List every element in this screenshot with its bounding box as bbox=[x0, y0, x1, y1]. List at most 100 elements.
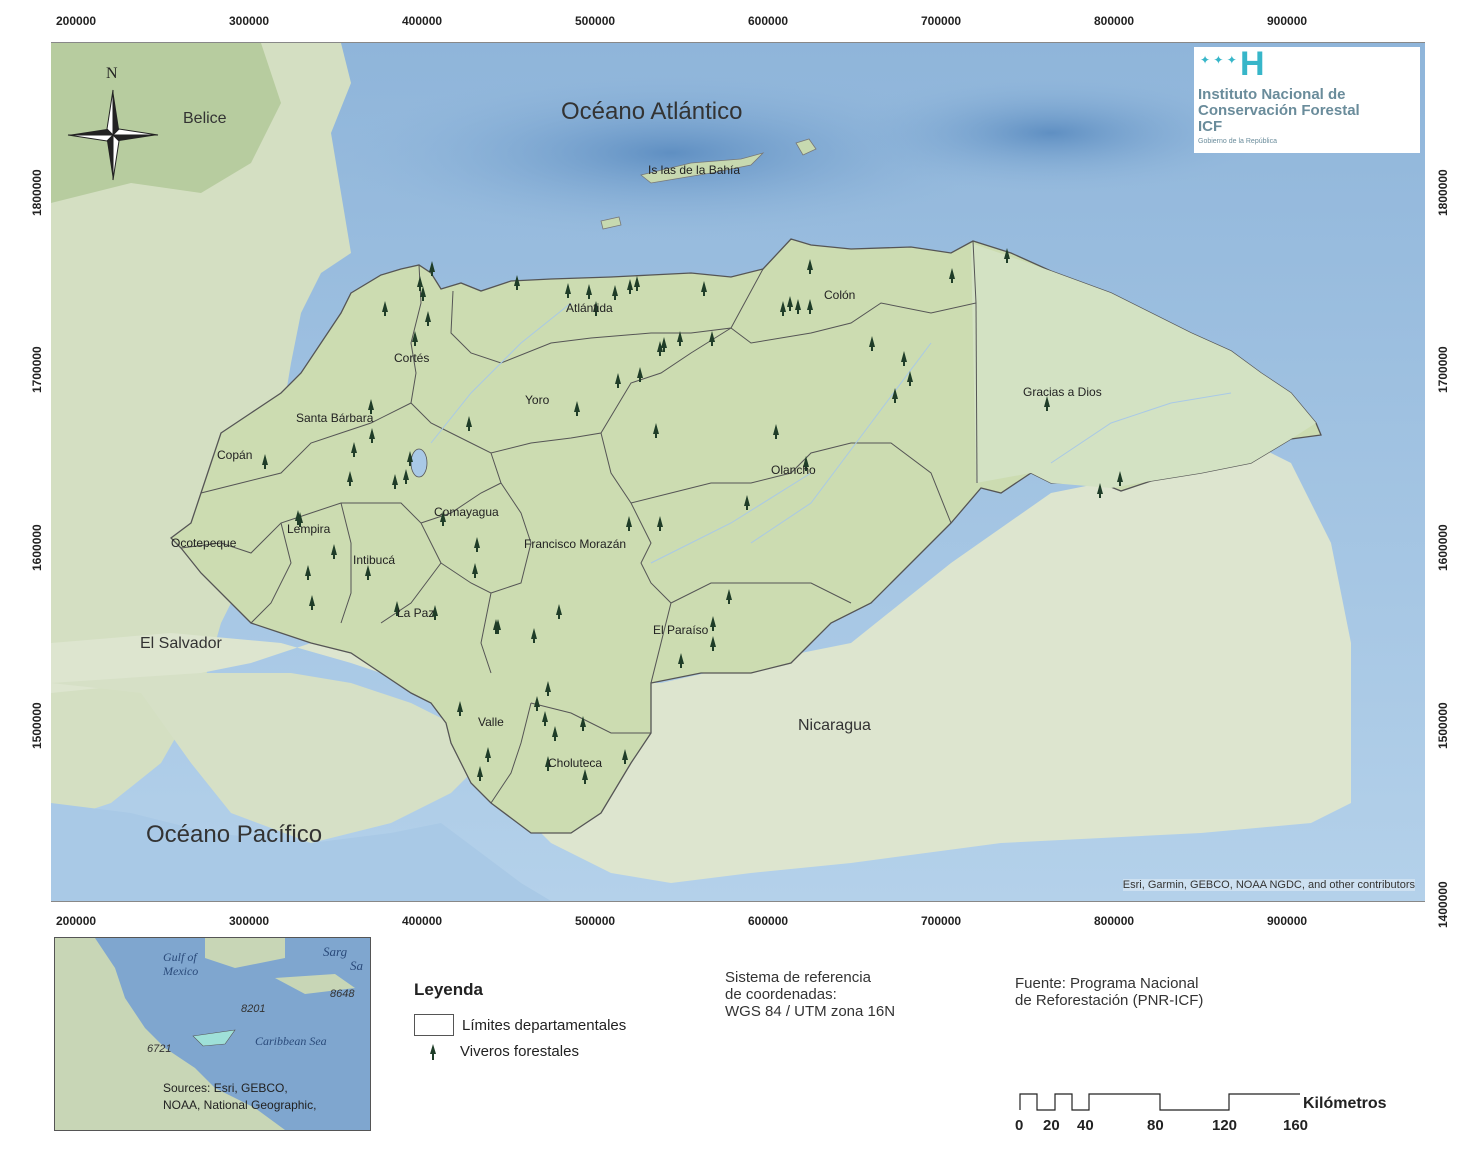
nursery-marker-icon[interactable] bbox=[869, 336, 875, 351]
nursery-marker-icon[interactable] bbox=[545, 756, 551, 771]
nursery-marker-icon[interactable] bbox=[1044, 396, 1050, 411]
scale-label: 80 bbox=[1147, 1117, 1164, 1134]
country-label-nicaragua: Nicaragua bbox=[798, 717, 871, 734]
nursery-marker-icon[interactable] bbox=[365, 565, 371, 580]
nursery-marker-icon[interactable] bbox=[744, 495, 750, 510]
nursery-marker-icon[interactable] bbox=[369, 428, 375, 443]
nursery-marker-icon[interactable] bbox=[545, 681, 551, 696]
nursery-marker-icon[interactable] bbox=[807, 299, 813, 314]
nursery-marker-icon[interactable] bbox=[701, 281, 707, 296]
nursery-marker-icon[interactable] bbox=[472, 563, 478, 578]
nursery-marker-icon[interactable] bbox=[531, 628, 537, 643]
utila-island bbox=[600, 216, 622, 230]
nursery-marker-icon[interactable] bbox=[412, 331, 418, 346]
department-label: El Paraíso bbox=[653, 623, 709, 637]
inset-label: 8648 bbox=[330, 988, 355, 1000]
nursery-marker-icon[interactable] bbox=[615, 373, 621, 388]
nursery-marker-icon[interactable] bbox=[710, 616, 716, 631]
department-label: Lempira bbox=[287, 522, 331, 536]
nursery-marker-icon[interactable] bbox=[773, 424, 779, 439]
nursery-marker-icon[interactable] bbox=[262, 454, 268, 469]
nursery-marker-icon[interactable] bbox=[580, 716, 586, 731]
nursery-marker-icon[interactable] bbox=[485, 747, 491, 762]
nursery-marker-icon[interactable] bbox=[556, 604, 562, 619]
nursery-marker-icon[interactable] bbox=[612, 285, 618, 300]
nursery-marker-icon[interactable] bbox=[457, 701, 463, 716]
nursery-marker-icon[interactable] bbox=[552, 726, 558, 741]
nursery-marker-icon[interactable] bbox=[305, 565, 311, 580]
nursery-marker-icon[interactable] bbox=[347, 471, 353, 486]
nursery-marker-icon[interactable] bbox=[1097, 483, 1103, 498]
nursery-marker-icon[interactable] bbox=[440, 511, 446, 526]
nursery-marker-icon[interactable] bbox=[657, 516, 663, 531]
y-tick-right: 1500000 bbox=[1436, 702, 1450, 749]
nursery-marker-icon[interactable] bbox=[382, 301, 388, 316]
nursery-marker-icon[interactable] bbox=[477, 766, 483, 781]
nursery-marker-icon[interactable] bbox=[582, 769, 588, 784]
ocean-label-pacific: Océano Pacífico bbox=[146, 821, 323, 848]
nursery-marker-icon[interactable] bbox=[432, 605, 438, 620]
x-tick-bottom: 200000 bbox=[56, 914, 97, 928]
nursery-marker-icon[interactable] bbox=[534, 696, 540, 711]
nursery-marker-icon[interactable] bbox=[787, 296, 793, 311]
nursery-marker-icon[interactable] bbox=[1004, 248, 1010, 263]
nursery-marker-icon[interactable] bbox=[1117, 471, 1123, 486]
stars-icon: ✦ ✦ ✦ bbox=[1200, 53, 1237, 67]
nursery-marker-icon[interactable] bbox=[466, 416, 472, 431]
nursery-marker-icon[interactable] bbox=[425, 311, 431, 326]
nursery-marker-icon[interactable] bbox=[634, 276, 640, 291]
islands-label: Is las de la Bahía bbox=[648, 163, 741, 177]
deep-sea bbox=[341, 68, 1001, 238]
nursery-marker-icon[interactable] bbox=[429, 261, 435, 276]
nursery-marker-icon[interactable] bbox=[653, 423, 659, 438]
rivers bbox=[430, 302, 1232, 564]
nursery-marker-icon[interactable] bbox=[514, 275, 520, 290]
nursery-marker-icon[interactable] bbox=[392, 474, 398, 489]
nursery-marker-icon[interactable] bbox=[901, 351, 907, 366]
gracias-a-dios-land bbox=[971, 243, 1316, 488]
nursery-marker-icon[interactable] bbox=[678, 653, 684, 668]
nursery-marker-icon[interactable] bbox=[661, 337, 667, 352]
nursery-marker-icon[interactable] bbox=[907, 371, 913, 386]
nursery-marker-icon[interactable] bbox=[368, 399, 374, 414]
nursery-marker-icon[interactable] bbox=[780, 301, 786, 316]
nursery-marker-icon[interactable] bbox=[407, 451, 413, 466]
nursery-marker-icon[interactable] bbox=[565, 283, 571, 298]
nursery-marker-icon[interactable] bbox=[574, 401, 580, 416]
nursery-marker-icon[interactable] bbox=[892, 388, 898, 403]
nursery-marker-icon[interactable] bbox=[949, 268, 955, 283]
nursery-marker-icon[interactable] bbox=[493, 619, 499, 634]
nursery-marker-icon[interactable] bbox=[417, 276, 423, 291]
nursery-marker-icon[interactable] bbox=[709, 331, 715, 346]
nursery-marker-icon[interactable] bbox=[626, 516, 632, 531]
nursery-marker-icon[interactable] bbox=[710, 636, 716, 651]
nursery-marker-icon[interactable] bbox=[622, 749, 628, 764]
nursery-marker-icon[interactable] bbox=[795, 299, 801, 314]
nursery-marker-icon[interactable] bbox=[420, 286, 426, 301]
nursery-marker-icon[interactable] bbox=[677, 331, 683, 346]
y-tick-left: 1600000 bbox=[30, 524, 44, 571]
x-tick-bottom: 700000 bbox=[921, 914, 962, 928]
nursery-marker-icon[interactable] bbox=[657, 341, 663, 356]
map-canvas[interactable]: N Océano Atlántico Océano Pacífico Belic… bbox=[51, 43, 1425, 901]
nursery-marker-icon[interactable] bbox=[474, 537, 480, 552]
nursery-marker-icon[interactable] bbox=[627, 279, 633, 294]
x-tick-bottom: 900000 bbox=[1267, 914, 1308, 928]
icf-logo: ✦ ✦ ✦ H Instituto Nacional de Conservaci… bbox=[1194, 45, 1420, 153]
x-tick-top: 500000 bbox=[575, 14, 616, 28]
nursery-marker-icon[interactable] bbox=[403, 469, 409, 484]
nursery-marker-icon[interactable] bbox=[331, 544, 337, 559]
nursery-marker-icon[interactable] bbox=[593, 301, 599, 316]
nursery-marker-icon[interactable] bbox=[637, 367, 643, 382]
nursery-marker-icon[interactable] bbox=[297, 512, 303, 527]
nursery-marker-icon[interactable] bbox=[803, 456, 809, 471]
nursery-marker-icon[interactable] bbox=[807, 259, 813, 274]
nursery-marker-icon[interactable] bbox=[586, 284, 592, 299]
nursery-marker-icon[interactable] bbox=[351, 442, 357, 457]
nursery-marker-icon[interactable] bbox=[309, 595, 315, 610]
nursery-marker-icon[interactable] bbox=[726, 589, 732, 604]
nursery-marker-icon[interactable] bbox=[394, 601, 400, 616]
x-tick-top: 400000 bbox=[402, 14, 443, 28]
nursery-marker-icon[interactable] bbox=[542, 711, 548, 726]
nursery-marker-icon[interactable] bbox=[295, 510, 301, 525]
